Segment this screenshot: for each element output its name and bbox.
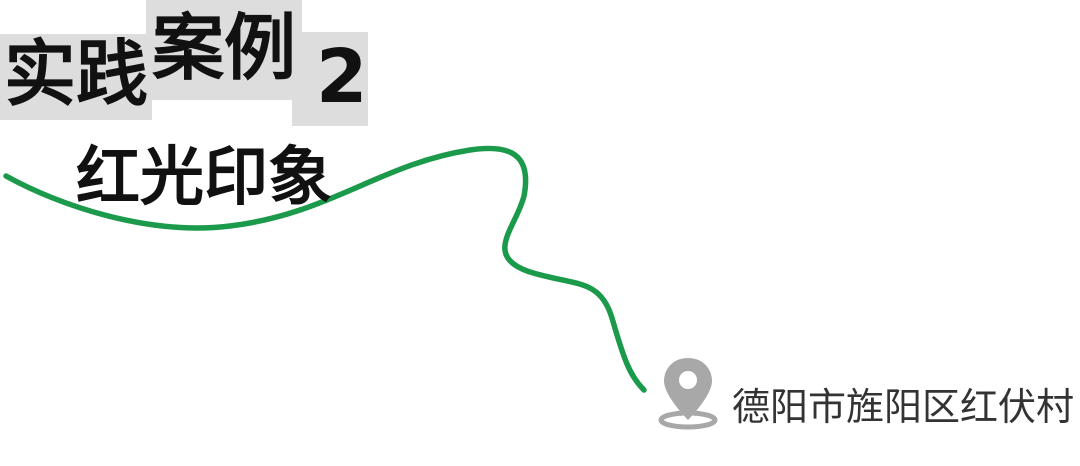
title-highlight-box-3 — [292, 32, 368, 126]
title-text-part1: 实践 — [4, 32, 149, 116]
title-highlight-box-1 — [0, 34, 152, 120]
route-path — [3, 145, 647, 393]
title-text-part2: 案例 — [152, 6, 297, 90]
title-highlight-box-2 — [146, 0, 302, 100]
location-pin-icon — [654, 354, 724, 438]
subtitle: 红光印象 — [76, 141, 332, 215]
title-number: 2 — [316, 34, 368, 120]
location-label: 德阳市旌阳区红伏村 — [732, 385, 1075, 429]
